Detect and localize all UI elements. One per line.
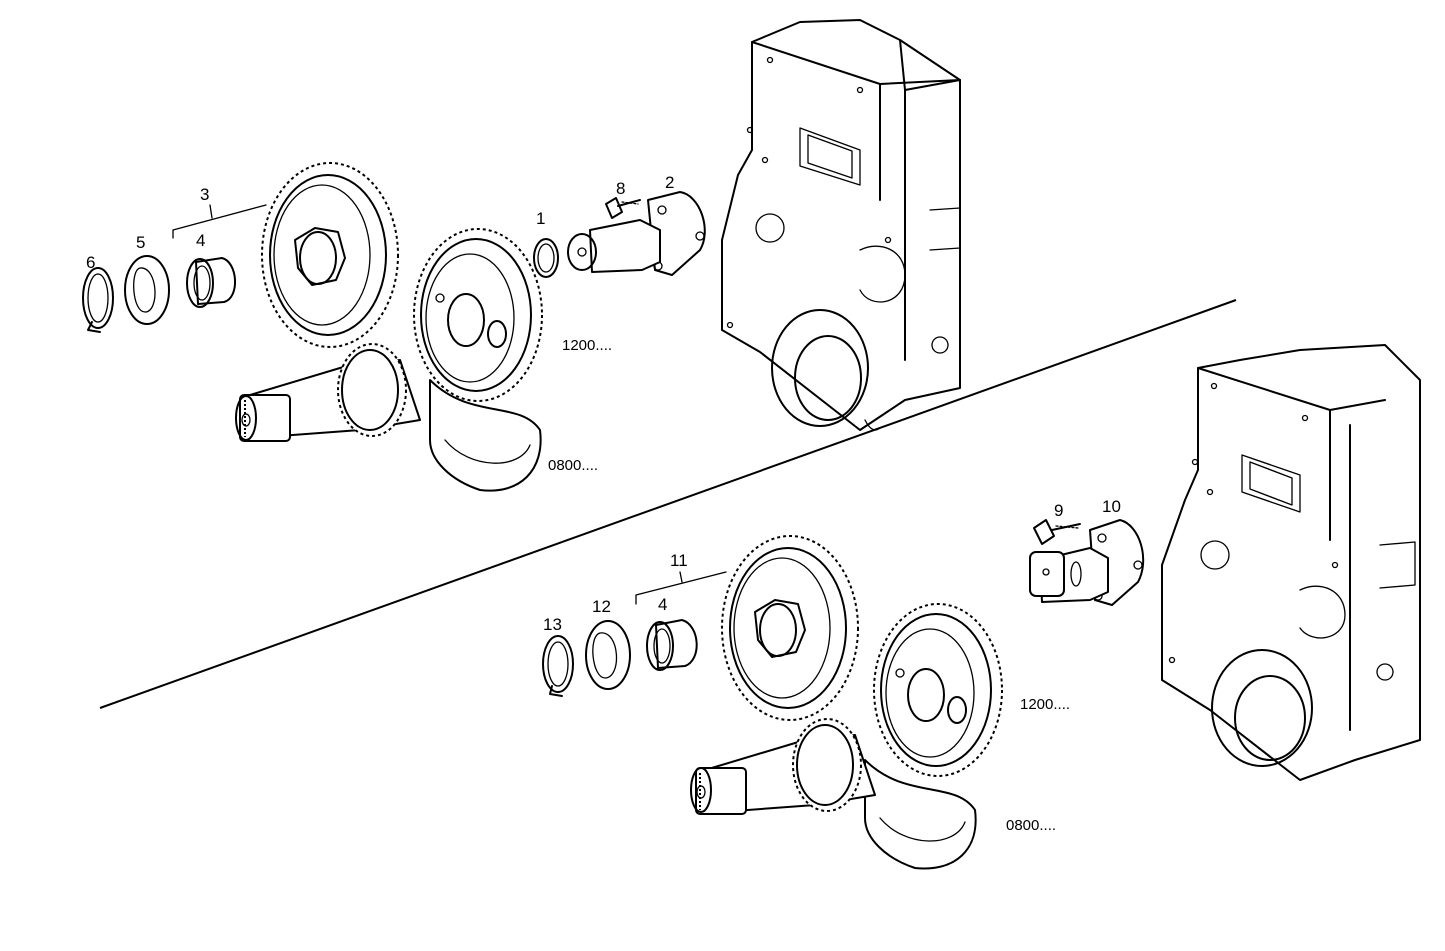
bolt-8	[605, 197, 641, 219]
crank-gear-assembly-upper	[235, 228, 543, 492]
serial-note-0800-lower: 0800....	[1006, 817, 1056, 834]
callout-10: 10	[1102, 497, 1121, 516]
callout-2: 2	[665, 173, 674, 192]
callout-5: 5	[136, 233, 145, 252]
callout-11: 11	[670, 551, 688, 570]
crank-gear-assembly-lower	[690, 603, 1003, 870]
engine-housing-lower	[1161, 344, 1421, 781]
thrust-washer-5	[124, 255, 170, 325]
circlip-13	[542, 635, 574, 697]
bushing-4-upper	[186, 257, 237, 308]
bushing-4-lower	[646, 619, 698, 671]
leader-line-3	[209, 204, 213, 219]
callout-3: 3	[200, 185, 209, 204]
idler-gear-11	[721, 535, 859, 721]
callout-6: 6	[86, 253, 95, 272]
bolt-9	[1033, 519, 1081, 545]
idler-gear-3	[261, 162, 399, 348]
serial-note-0800-upper: 0800....	[548, 457, 598, 474]
callout-12: 12	[592, 597, 611, 616]
idler-shaft-2	[567, 191, 706, 276]
leader-line-11	[679, 571, 683, 583]
circlip-6	[82, 267, 114, 333]
callout-1: 1	[536, 209, 545, 228]
callout-8: 8	[616, 179, 625, 198]
callout-4-lower: 4	[658, 595, 667, 614]
callout-9: 9	[1054, 501, 1063, 520]
serial-note-1200-upper: 1200....	[562, 337, 612, 354]
thrust-washer-12	[585, 620, 631, 690]
callout-4-upper: 4	[196, 231, 205, 250]
idler-shaft-10	[1029, 519, 1145, 606]
callout-13: 13	[543, 615, 562, 634]
serial-note-1200-lower: 1200....	[1020, 696, 1070, 713]
section-divider-line	[99, 299, 1237, 709]
engine-housing-upper	[721, 19, 961, 431]
bracket-line-3	[172, 204, 267, 239]
o-ring-1	[533, 238, 559, 278]
bracket-line-11	[635, 571, 727, 605]
